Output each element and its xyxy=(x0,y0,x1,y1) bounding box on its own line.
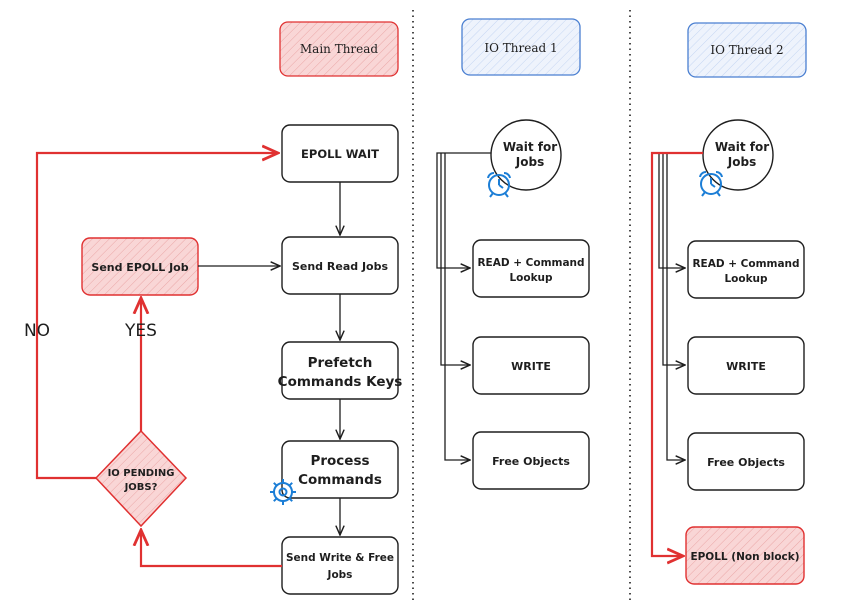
io2-read-box: READ + Command Lookup xyxy=(687,240,805,299)
io2-free-label: Free Objects xyxy=(707,456,785,469)
prefetch-label-line1: Prefetch xyxy=(308,355,373,371)
io2-write-box: WRITE xyxy=(687,336,805,395)
process-label-line2: Commands xyxy=(298,472,382,488)
arrow-send-write-to-decision xyxy=(141,530,282,568)
epoll-wait-label: EPOLL WAIT xyxy=(301,147,379,161)
io2-red-epoll-connector xyxy=(650,151,703,556)
io1-read-line2: Lookup xyxy=(509,272,553,284)
io2-wait-for-jobs-circle: Wait for Jobs xyxy=(702,119,774,191)
header-main-thread: Main Thread xyxy=(279,21,399,77)
send-read-jobs-box: Send Read Jobs xyxy=(281,236,399,295)
gear-icon xyxy=(270,479,296,505)
send-epoll-job-label: Send EPOLL Job xyxy=(91,261,188,274)
send-write-label-line2: Jobs xyxy=(327,569,353,581)
io2-wait-line1: Wait for xyxy=(715,140,769,154)
io1-wait-line2: Jobs xyxy=(515,155,544,169)
decision-label-line1: IO PENDING xyxy=(108,468,175,479)
io1-wait-line1: Wait for xyxy=(503,140,557,154)
prefetch-commands-keys-box: Prefetch Commands Keys xyxy=(278,341,403,400)
header-io-thread-1: IO Thread 1 xyxy=(461,18,581,76)
io-pending-decision: IO PENDING JOBS? xyxy=(94,429,188,528)
header-io-thread-1-label: IO Thread 1 xyxy=(484,41,557,55)
send-write-label-line1: Send Write & Free xyxy=(286,552,394,564)
process-commands-box: Process Commands xyxy=(281,440,399,499)
io1-wait-for-jobs-circle: Wait for Jobs xyxy=(490,119,562,191)
io2-connectors xyxy=(658,153,685,460)
process-label-line1: Process xyxy=(310,453,369,469)
send-epoll-job-box: Send EPOLL Job xyxy=(81,237,199,296)
send-write-free-jobs-box: Send Write & Free Jobs xyxy=(281,536,399,595)
decision-label-line2: JOBS? xyxy=(124,482,158,493)
yes-label: YES xyxy=(124,321,157,341)
io2-free-objects-box: Free Objects xyxy=(687,432,805,491)
header-main-thread-label: Main Thread xyxy=(300,42,379,56)
io1-write-box: WRITE xyxy=(472,336,590,395)
io2-read-line1: READ + Command xyxy=(692,258,799,270)
prefetch-label-line2: Commands Keys xyxy=(278,374,403,390)
alarm-clock-icon xyxy=(487,171,511,198)
io1-free-label: Free Objects xyxy=(492,455,570,468)
io2-epoll-non-block-box: EPOLL (Non block) xyxy=(685,526,805,585)
io2-write-label: WRITE xyxy=(726,360,766,373)
io1-read-line1: READ + Command xyxy=(477,257,584,269)
io1-read-box: READ + Command Lookup xyxy=(472,239,590,298)
alarm-clock-icon xyxy=(699,170,723,197)
io2-read-line2: Lookup xyxy=(724,273,768,285)
epoll-wait-box: EPOLL WAIT xyxy=(281,124,399,183)
io2-wait-line2: Jobs xyxy=(727,155,756,169)
header-io-thread-2-label: IO Thread 2 xyxy=(710,43,783,57)
io1-free-objects-box: Free Objects xyxy=(472,431,590,490)
header-io-thread-2: IO Thread 2 xyxy=(687,22,807,78)
io1-write-label: WRITE xyxy=(511,360,551,373)
io2-epoll-label: EPOLL (Non block) xyxy=(690,551,799,563)
io1-connectors xyxy=(436,152,491,460)
arrow-no-to-epoll-wait xyxy=(35,153,278,480)
send-read-jobs-label: Send Read Jobs xyxy=(292,260,388,273)
no-label: NO xyxy=(24,321,50,341)
